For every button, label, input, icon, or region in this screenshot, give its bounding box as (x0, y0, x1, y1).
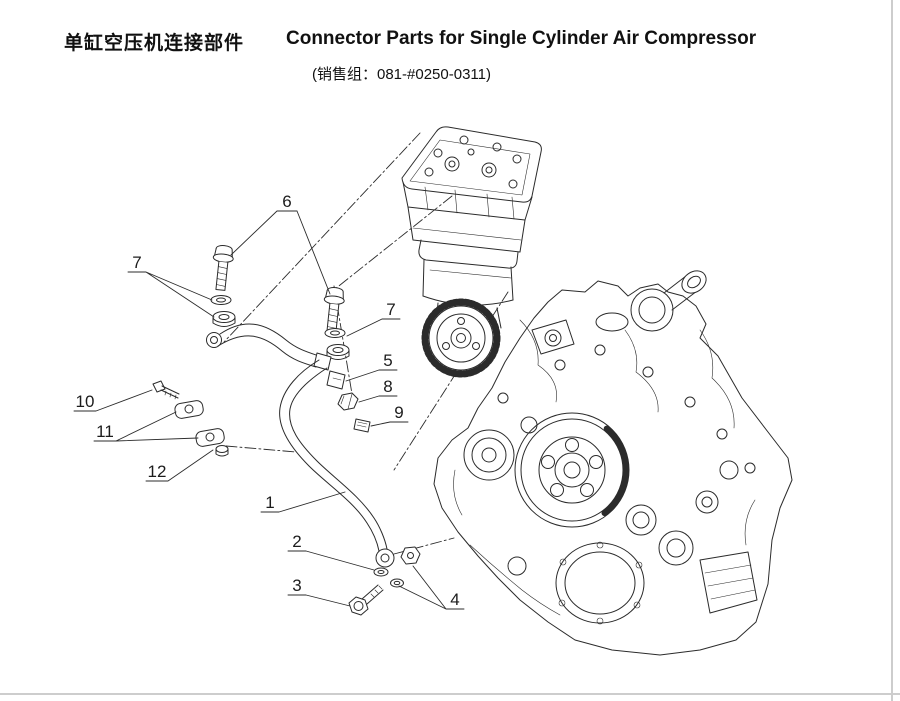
part-bolt-10 (152, 380, 180, 400)
part-bolt-3 (348, 584, 384, 616)
part-fitting-5 (326, 370, 346, 390)
callout-6: 6 (282, 192, 291, 211)
part-washers-7-right (324, 328, 350, 360)
callout-8: 8 (383, 377, 392, 396)
callout-11: 11 (96, 422, 114, 441)
callout-3: 3 (292, 576, 301, 595)
page-title-chinese: 单缸空压机连接部件 (64, 33, 245, 54)
callout-10: 10 (76, 392, 95, 411)
part-washer-4 (390, 578, 404, 588)
callout-12: 12 (148, 462, 167, 481)
callout-4: 4 (450, 590, 459, 609)
callout-2: 2 (292, 532, 301, 551)
part-clamp-11-lower (195, 428, 225, 447)
part-bolt-6-right (323, 287, 345, 333)
callout-leader-lines (73, 210, 465, 610)
sales-group-code: (销售组：081-#0250-0311) (312, 66, 491, 83)
part-fitting-9 (353, 418, 371, 433)
compressor-assembly-drawing (401, 126, 542, 378)
page-title-english: Connector Parts for Single Cylinder Air … (286, 28, 757, 49)
callout-7-right: 7 (386, 300, 395, 319)
part-clamp-11-upper (174, 400, 204, 419)
part-washer-2 (373, 567, 389, 577)
part-pipe-1 (279, 359, 395, 568)
callout-1: 1 (265, 493, 274, 512)
part-nut-4 (400, 546, 421, 565)
callout-9: 9 (394, 403, 403, 422)
page-edge-right (891, 0, 893, 701)
part-fitting-8 (337, 392, 359, 411)
part-washers-7-left (210, 295, 236, 327)
engine-block-drawing (433, 270, 793, 656)
callout-numbers: 6 7 7 5 8 9 10 11 12 1 2 3 4 (76, 192, 460, 609)
part-nut-12 (215, 445, 229, 457)
page-edge-bottom (0, 693, 900, 695)
part-upper-pipe (206, 323, 332, 371)
part-bolt-6-left (212, 245, 234, 291)
callout-7-left: 7 (132, 253, 141, 272)
callout-5: 5 (383, 351, 392, 370)
